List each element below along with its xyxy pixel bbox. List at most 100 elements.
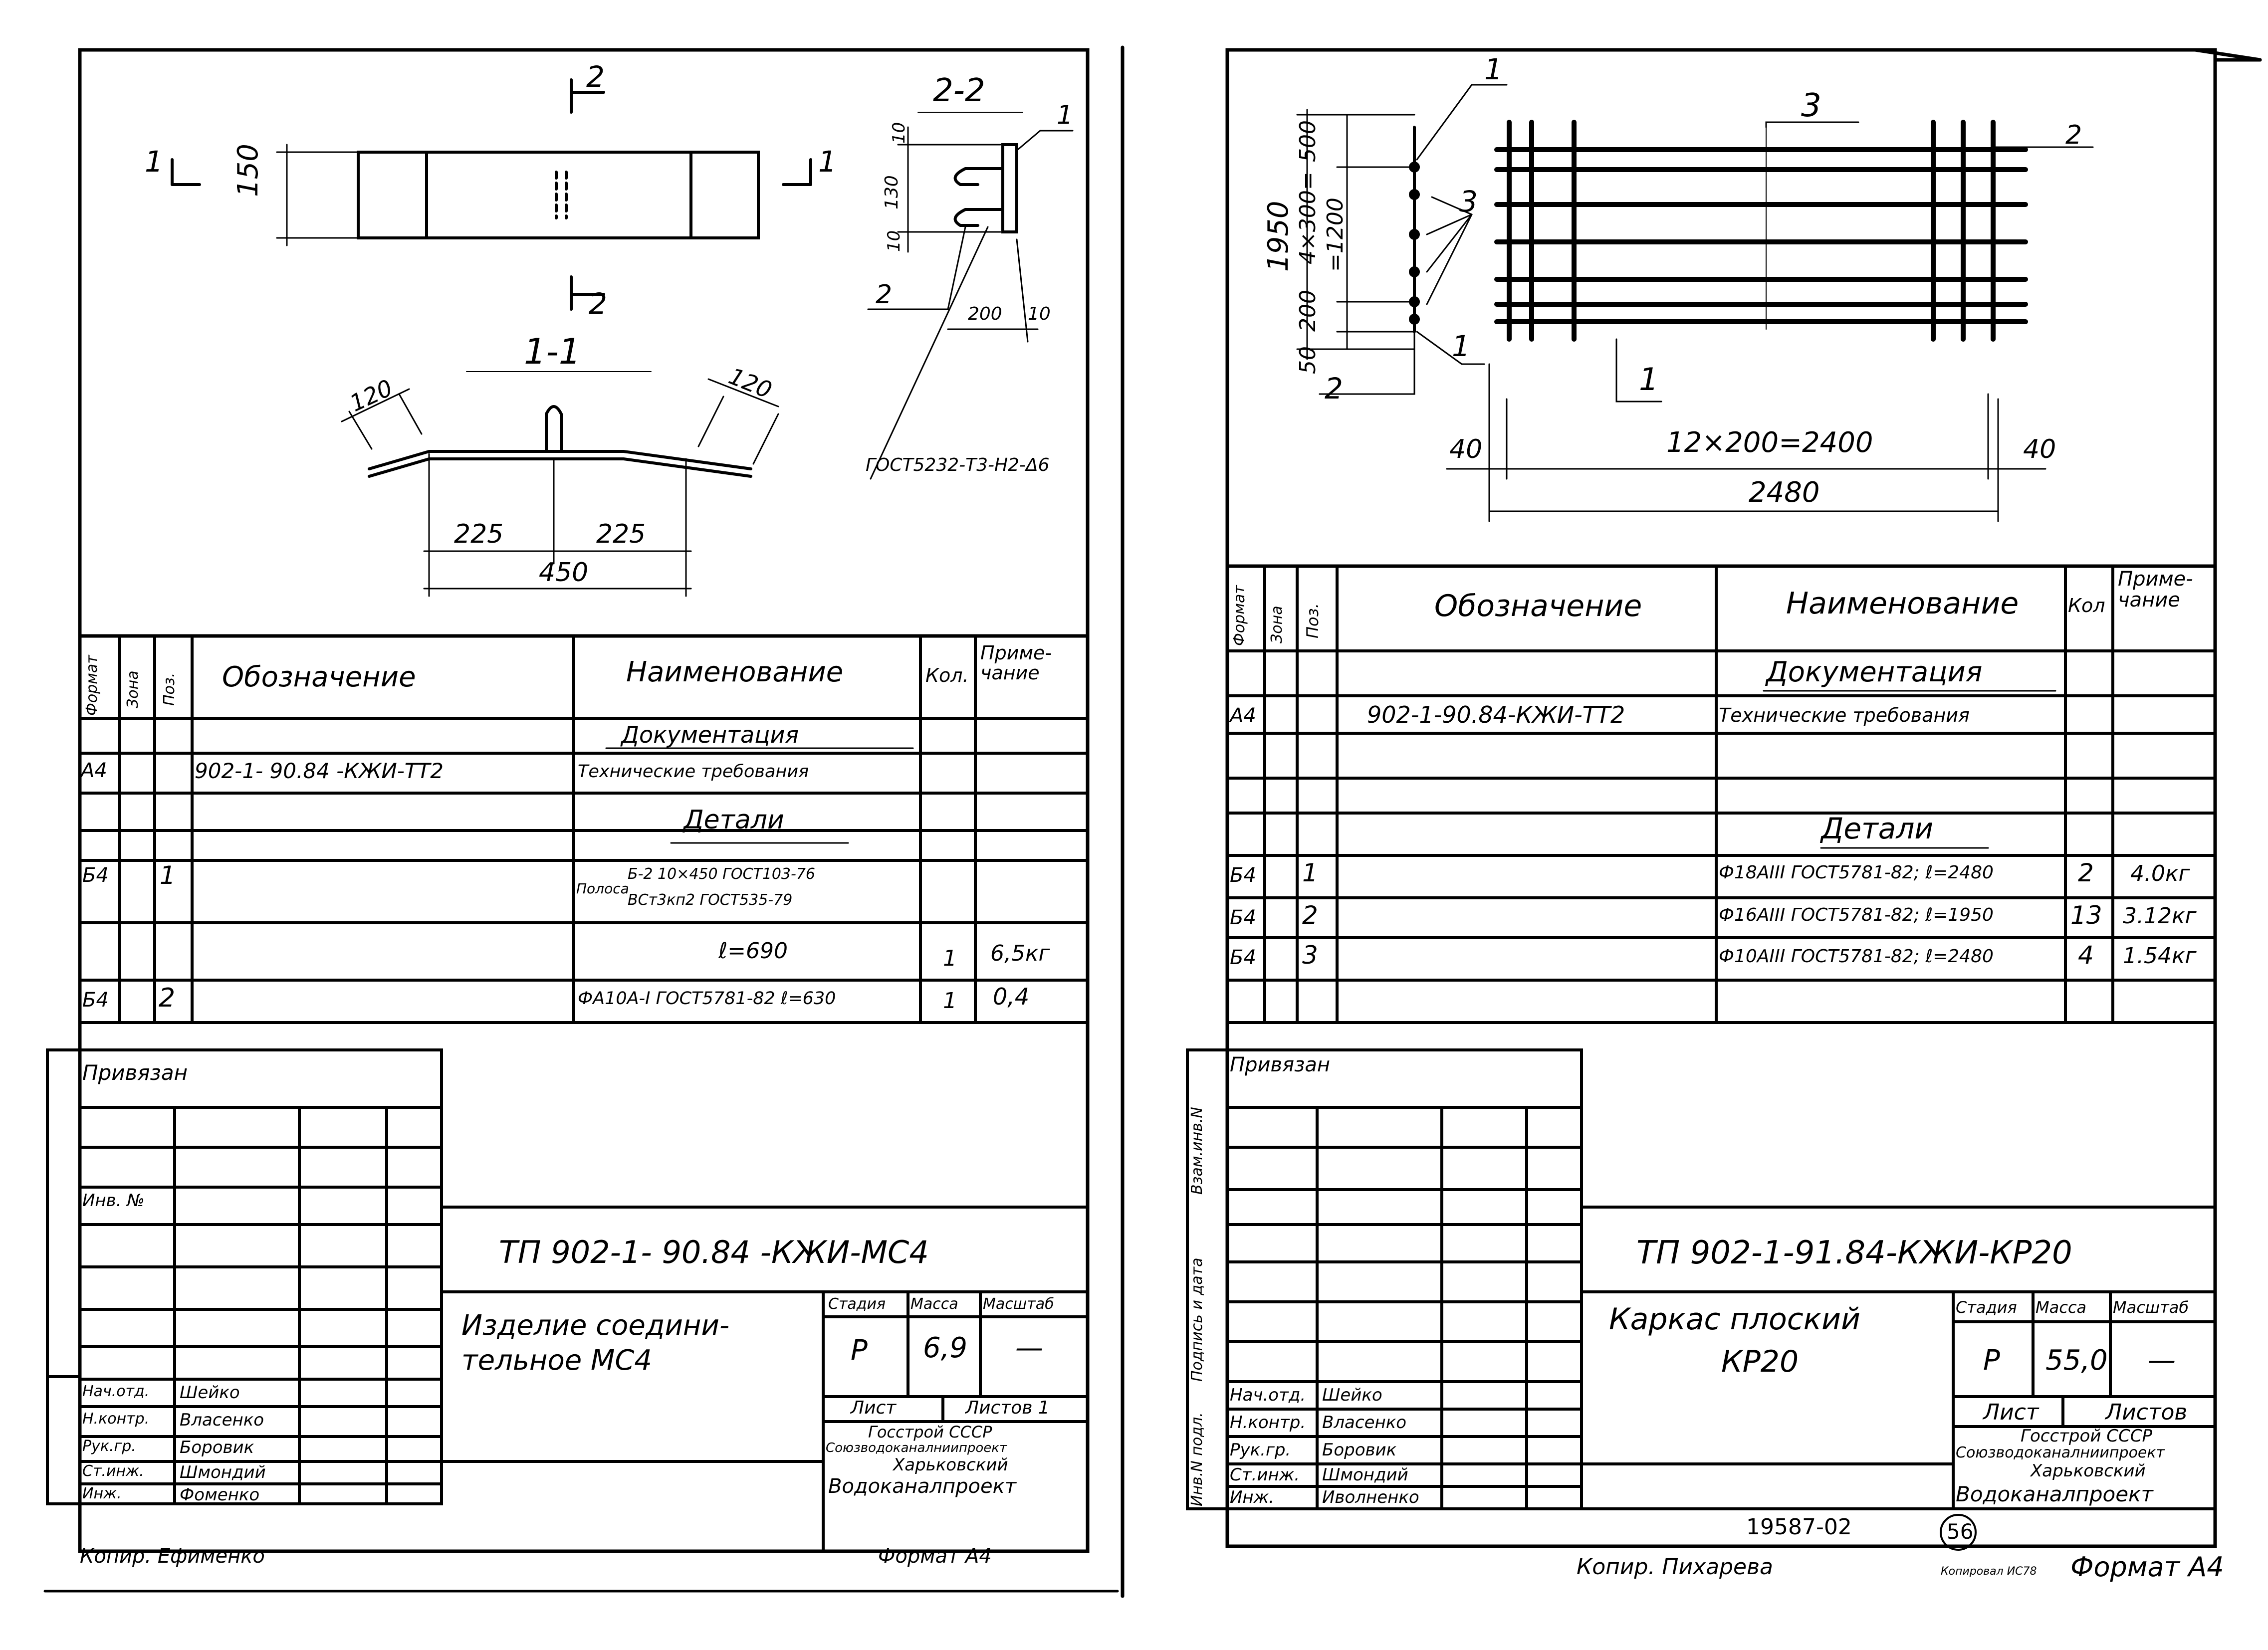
col-pos: Поз. [161, 672, 178, 706]
section-2-marker-top: 2 [586, 60, 605, 94]
mass-value: 6,9 [923, 1332, 968, 1364]
org-line2: Союзводоканалниипроект [1956, 1444, 2165, 1461]
org-line1: Госстрой СССР [2021, 1426, 2152, 1446]
dim-150: 150 [232, 144, 264, 197]
right-title-block [1186, 1048, 2217, 1551]
person-4: Шмондий [180, 1462, 266, 1482]
row1-format: Б4 [1230, 864, 1256, 887]
row3-format: Б4 [1230, 946, 1256, 969]
dim-4x300: 4×300= [1295, 172, 1321, 264]
row2-note: 3.12кг [2123, 903, 2197, 929]
col-format: Формат [1231, 585, 1248, 646]
dim-50: 50 [1295, 346, 1321, 374]
scale-value: — [1015, 1332, 1043, 1364]
section-1-marker-right: 1 [818, 145, 837, 179]
col-name: Наименование [1786, 586, 2019, 621]
privyazan: Привязан [1230, 1053, 1331, 1076]
person-5: Фоменко [180, 1485, 260, 1505]
col-qty: Кол. [925, 664, 969, 686]
doc-name: Технические требования [578, 762, 809, 782]
pos1-callout: 1 [1057, 100, 1074, 130]
dim-40-right: 40 [2023, 434, 2056, 464]
col-name: Наименование [626, 656, 844, 688]
sheet-label: Лист [851, 1398, 897, 1418]
side-label-vzam-inv: Взам.инв.N [1188, 1107, 1206, 1195]
role-5: Инж. [1230, 1487, 1275, 1507]
product-name-line2: тельное МС4 [461, 1344, 653, 1377]
row1-pos: 1 [1302, 858, 1318, 887]
right-copier: Копир. Пихарева [1577, 1554, 1774, 1580]
right-spec-table [1226, 565, 2217, 1024]
doc-name: Технические требования [1719, 704, 1970, 726]
org-line4: Водоканалпроект [1956, 1482, 2153, 1506]
section-2-2-title: 2-2 [933, 72, 985, 109]
col-note: Приме- чание [2118, 568, 2193, 612]
right-format-small: Копировал ИС78 [1941, 1565, 2037, 1578]
role-1: Нач.отд. [82, 1383, 150, 1400]
stage-value: Р [1983, 1344, 2000, 1377]
section-parts: Детали [1821, 812, 1934, 845]
role-4: Ст.инж. [82, 1462, 144, 1480]
section-2-marker-bottom: 2 [589, 287, 607, 321]
dim-10-right: 10 [1028, 304, 1051, 324]
person-2: Власенко [180, 1410, 264, 1430]
col-format: Формат [83, 655, 101, 716]
person-1: Шейко [180, 1383, 240, 1403]
doc-designation: 902-1- 90.84 -КЖИ-ТТ2 [195, 759, 444, 783]
stage-value: Р [851, 1334, 868, 1367]
callout-1-left: 1 [1452, 329, 1470, 363]
left-format: Формат А4 [878, 1545, 992, 1568]
side-label-sign-date: Подпись и дата [1188, 1257, 1206, 1382]
section-1-1-title: 1-1 [524, 331, 581, 372]
callout-1-bottom: 1 [1639, 361, 1659, 398]
org-line3: Харьковский [2031, 1461, 2146, 1481]
row1-name: Ф18АIII ГОСТ5781-82; ℓ=2480 [1719, 862, 1994, 883]
dim-225-right: 225 [596, 519, 646, 549]
org-line4: Водоканалпроект [828, 1475, 1017, 1498]
scale-label: Масштаб [2113, 1298, 2189, 1317]
sheets-label: Листов 1 [965, 1398, 1050, 1418]
row2-qty: 1 [943, 988, 957, 1014]
mass-value: 55,0 [2045, 1344, 2108, 1377]
doc-format: А4 [81, 759, 107, 782]
row2-format: Б4 [82, 989, 109, 1012]
side-label-inv-podl: Инв.N подл. [1188, 1412, 1206, 1506]
role-1: Нач.отд. [1230, 1385, 1306, 1405]
left-title-block [46, 1048, 1089, 1553]
doc-format: А4 [1230, 704, 1256, 727]
section-docs: Документация [621, 721, 799, 748]
right-cage-front-view [1446, 120, 2094, 522]
drawing-code: ТП 902-1- 90.84 -КЖИ-МС4 [499, 1234, 929, 1270]
stage-label: Стадия [1956, 1298, 2017, 1317]
pos2-callout: 2 [876, 280, 893, 310]
callout-3-top: 3 [1801, 87, 1821, 124]
row1-note: 6,5кг [990, 941, 1050, 966]
row1-name-c: ВСт3кп2 ГОСТ535-79 [628, 891, 793, 909]
dim-450: 450 [539, 558, 589, 588]
scale-label: Масштаб [983, 1295, 1054, 1313]
row2-name: ФА10А-I ГОСТ5781-82 ℓ=630 [578, 989, 836, 1009]
drawing-code: ТП 902-1-91.84-КЖИ-КР20 [1636, 1235, 2072, 1271]
callout-1-top: 1 [1484, 52, 1503, 86]
left-section-1-1 [341, 371, 779, 597]
row1-qty: 1 [943, 946, 957, 971]
row1-length: ℓ=690 [718, 938, 788, 964]
section-docs: Документация [1766, 656, 1983, 688]
role-2: Н.контр. [1230, 1413, 1306, 1433]
privyazan: Привязан [82, 1060, 188, 1085]
page-number: 56 [1947, 1519, 1974, 1544]
product-name-line1: Каркас плоский [1609, 1302, 1861, 1337]
role-5: Инж. [82, 1485, 122, 1502]
role-3: Рук.гр. [82, 1438, 136, 1455]
row1-note: 4.0кг [2130, 861, 2190, 886]
person-5: Иволненко [1322, 1487, 1419, 1507]
right-cage-side-view [1296, 84, 1508, 395]
dim-2480: 2480 [1749, 476, 1820, 509]
role-4: Ст.инж. [1230, 1465, 1300, 1485]
mass-label: Масса [2036, 1298, 2087, 1317]
dim-130: 130 [882, 175, 902, 209]
row2-note: 0,4 [993, 983, 1030, 1010]
row2-name: Ф16АIII ГОСТ5781-82; ℓ=1950 [1719, 905, 1994, 925]
col-pos: Поз. [1303, 603, 1322, 638]
